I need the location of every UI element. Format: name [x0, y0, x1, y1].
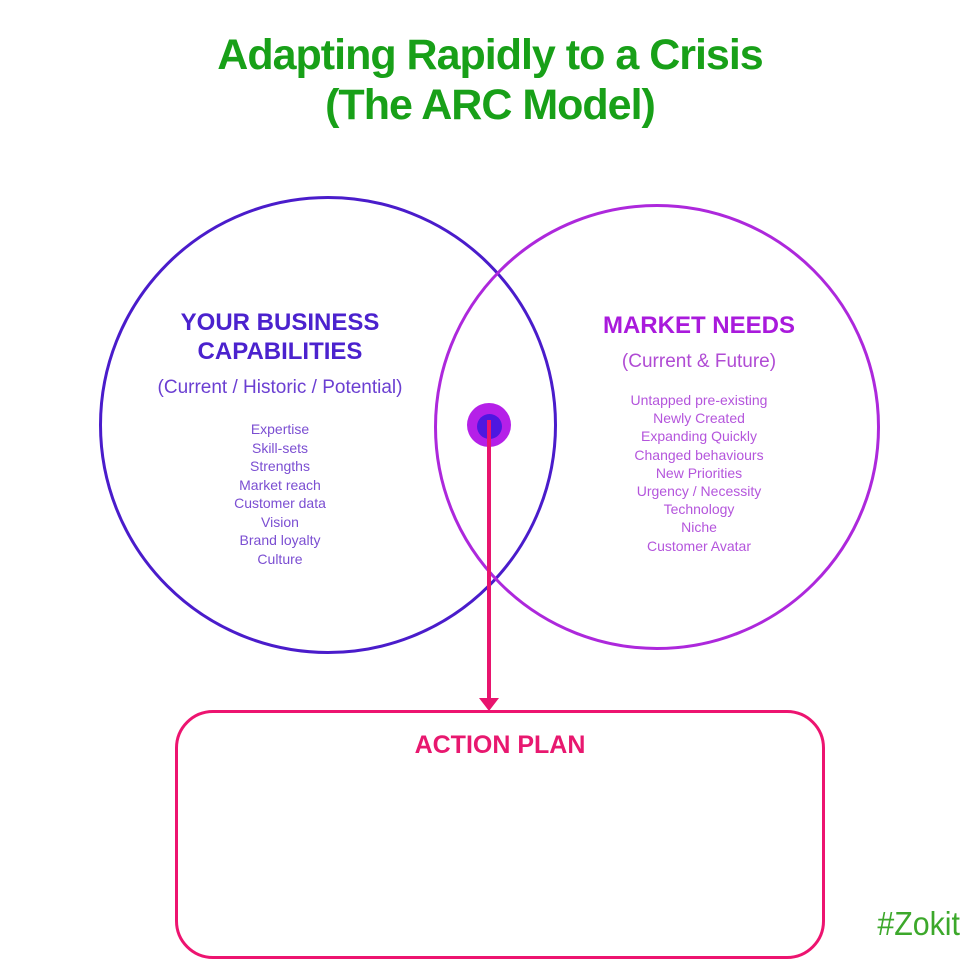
market-needs-circle	[434, 204, 880, 650]
list-item: Urgency / Necessity	[636, 483, 762, 500]
diagram-title: Adapting Rapidly to a Crisis (The ARC Mo…	[0, 30, 980, 130]
list-item: Niche	[681, 519, 717, 536]
list-item: Strengths	[250, 458, 310, 474]
market-needs-list: Untapped pre-existing Newly Created Expa…	[540, 391, 858, 555]
arrow-head-icon	[479, 698, 499, 711]
list-item: Skill-sets	[251, 439, 308, 456]
list-item: New Priorities	[655, 464, 743, 481]
list-item: Changed behaviours	[634, 446, 764, 463]
list-item: Expertise	[250, 421, 310, 437]
list-item: Newly Created	[653, 410, 745, 427]
list-item: Technology	[663, 501, 735, 518]
business-capabilities-content: YOUR BUSINESS CAPABILITIES (Current / Hi…	[120, 308, 440, 568]
market-needs-content: MARKET NEEDS (Current & Future) Untapped…	[540, 311, 858, 555]
diagram-title-line1: Adapting Rapidly to a Crisis	[217, 31, 763, 79]
market-needs-heading: MARKET NEEDS	[602, 312, 795, 339]
business-capabilities-list: Expertise Skill-sets Strengths Market re…	[120, 420, 440, 568]
list-item: Untapped pre-existing	[630, 392, 768, 408]
business-capabilities-subtitle: (Current / Historic / Potential)	[157, 377, 403, 398]
zokit-watermark: #Zokit	[877, 905, 960, 942]
list-item: Customer data	[234, 495, 326, 511]
list-item: Market reach	[239, 476, 321, 493]
action-plan-label: ACTION PLAN	[414, 731, 586, 759]
list-item: Vision	[261, 513, 299, 530]
business-capabilities-heading: YOUR BUSINESS CAPABILITIES	[120, 308, 440, 366]
action-plan-box: ACTION PLAN	[175, 710, 825, 959]
list-item: Customer Avatar	[646, 537, 751, 554]
list-item: Expanding Quickly	[641, 428, 757, 445]
market-needs-subtitle: (Current & Future)	[621, 351, 777, 372]
list-item: Brand loyalty	[239, 532, 321, 548]
list-item: Culture	[257, 550, 303, 567]
arrow-line	[487, 420, 491, 700]
business-capabilities-heading-line1: YOUR BUSINESS	[180, 309, 380, 336]
business-capabilities-heading-line2: CAPABILITIES	[197, 338, 363, 365]
diagram-title-line2: (The ARC Model)	[325, 81, 656, 129]
